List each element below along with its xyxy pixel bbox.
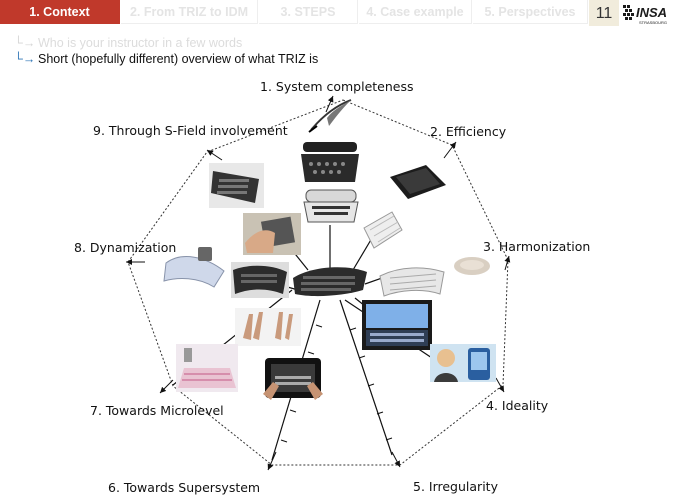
arrow-irregularity xyxy=(391,451,401,468)
bullet-text: Who is your instructor in a few words xyxy=(38,36,243,50)
insa-logo: INSA STRASBOURG xyxy=(622,2,677,26)
tab-steps[interactable]: 3. STEPS xyxy=(259,0,358,24)
law-dynamization: 8. Dynamization xyxy=(74,240,177,255)
tab-context[interactable]: 1. Context xyxy=(0,0,120,24)
logo-text: INSA xyxy=(636,5,667,20)
tab-triz-to-idm[interactable]: 2. From TRIZ to IDM xyxy=(121,0,258,24)
arrow-icon: └→ xyxy=(14,52,36,66)
tablet-keyboard-image xyxy=(263,356,323,400)
tab-perspectives[interactable]: 5. Perspectives xyxy=(473,0,588,24)
rollup-keyboard-image xyxy=(231,262,289,298)
touchscreen-keyboard-image xyxy=(362,300,432,350)
wrist-rest-image xyxy=(452,254,492,278)
slim-keyboard-image xyxy=(386,163,448,201)
quill-pen-image xyxy=(307,96,355,136)
top-navigation: 1. Context 2. From TRIZ to IDM 3. STEPS … xyxy=(0,0,679,26)
page-number: 11 xyxy=(589,0,619,26)
outer-dotted-path xyxy=(127,99,509,466)
typewriter-electric-image xyxy=(302,184,360,224)
law-ideality: 4. Ideality xyxy=(486,398,549,413)
flexible-keyboard-image xyxy=(162,247,228,289)
arrow-harmonization xyxy=(504,255,511,271)
arrow-microlevel xyxy=(159,379,174,394)
logo-subtext: STRASBOURG xyxy=(639,20,667,25)
law-system-completeness: 1. System completeness xyxy=(260,79,414,94)
typewriter-old-image xyxy=(297,138,363,186)
law-efficiency: 2. Efficiency xyxy=(430,124,507,139)
law-towards-microlevel: 7. Towards Microlevel xyxy=(90,403,224,418)
bullet-instructor: └→Who is your instructor in a few words xyxy=(14,36,242,50)
arrow-system-completeness xyxy=(325,95,334,113)
arrow-icon: └→ xyxy=(14,36,36,50)
law-harmonization: 3. Harmonization xyxy=(483,239,591,254)
handheld-keyboard-image xyxy=(243,213,301,255)
ergonomic-keyboard-black-image xyxy=(209,163,264,208)
arrow-supersystem xyxy=(267,451,277,471)
laser-projection-keyboard-image xyxy=(176,344,238,392)
tab-case-example[interactable]: 4. Case example xyxy=(359,0,472,24)
law-towards-supersystem: 6. Towards Supersystem xyxy=(108,480,261,495)
law-irregularity: 5. Irregularity xyxy=(413,479,498,494)
speech-phone-image xyxy=(430,344,496,382)
bullet-text: Short (hopefully different) overview of … xyxy=(38,52,319,66)
arrow-s-field xyxy=(206,149,223,161)
bullet-triz-overview: └→Short (hopefully different) overview o… xyxy=(14,52,318,66)
central-keyboard-image xyxy=(291,260,369,300)
arrow-ideality xyxy=(495,377,505,393)
arrow-efficiency xyxy=(443,141,457,159)
hands-on-keyboard-image xyxy=(362,208,404,252)
hands-touchscreen-image xyxy=(235,308,301,346)
law-s-field: 9. Through S-Field involvement xyxy=(93,123,288,138)
ergonomic-split-keyboard-image xyxy=(378,262,446,300)
